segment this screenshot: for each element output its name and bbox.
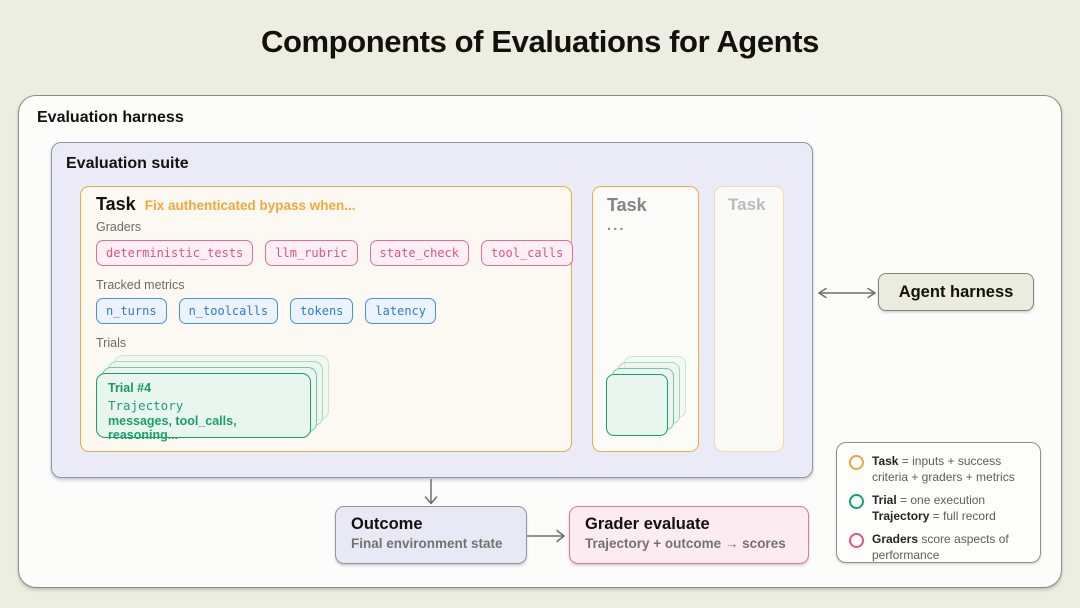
down-arrow-icon — [424, 479, 438, 505]
legend-item-task: Task = inputs + success criteria + grade… — [849, 454, 1028, 485]
agent-harness-label: Agent harness — [898, 282, 1014, 301]
grader-chip: tool_calls — [481, 240, 574, 266]
legend-text: Trial = one execution Trajectory = full … — [872, 493, 1028, 524]
metrics-chip-row: n_turns n_toolcalls tokens latency — [96, 298, 436, 324]
metric-chip: latency — [365, 298, 436, 324]
evaluation-suite-label: Evaluation suite — [66, 155, 189, 172]
grader-chip: deterministic_tests — [96, 240, 254, 266]
legend-term: Graders — [872, 532, 919, 547]
grader-evaluate-box: Grader evaluate Trajectory + outcome → s… — [569, 506, 809, 564]
legend-text: Graders score aspects of performance — [872, 532, 1028, 563]
evaluation-harness-label: Evaluation harness — [37, 109, 184, 126]
grader-evaluate-subtitle: Trajectory + outcome → scores — [585, 536, 786, 551]
evaluation-harness-box: Evaluation harness Evaluation suite Task… — [18, 95, 1062, 588]
right-arrow-icon — [527, 529, 565, 543]
agent-harness-box: Agent harness — [878, 273, 1034, 311]
trial-trajectory-label: Trajectory — [108, 398, 184, 413]
outcome-title: Outcome — [351, 515, 423, 533]
task-ring-icon — [849, 455, 864, 470]
legend-box: Task = inputs + success criteria + grade… — [836, 442, 1041, 563]
evaluation-suite-box: Evaluation suite Task Fix authenticated … — [51, 142, 813, 478]
grader-evaluate-title: Grader evaluate — [585, 515, 710, 533]
trial-card: Trial #4 Trajectory messages, tool_calls… — [96, 373, 311, 442]
trial-ring-icon — [849, 494, 864, 510]
legend-item-graders: Graders score aspects of performance — [849, 532, 1028, 563]
legend-item-trial: Trial = one execution Trajectory = full … — [849, 493, 1028, 524]
graders-ring-icon — [849, 533, 864, 549]
task-card-main: Task Fix authenticated bypass when... Gr… — [80, 186, 574, 452]
task-card-third: Task — [714, 186, 784, 452]
graders-chip-row: deterministic_tests llm_rubric state_che… — [96, 240, 574, 266]
legend-term: Trajectory — [872, 508, 930, 523]
legend-definition: score aspects of performance — [872, 532, 1009, 562]
grader-chip: state_check — [369, 240, 470, 266]
metric-chip: tokens — [290, 298, 354, 324]
graders-label: Graders — [96, 220, 142, 234]
trial-stack: Trial #4 Trajectory messages, tool_calls… — [96, 355, 329, 442]
trial-detail: messages, tool_calls, reasoning... — [108, 414, 237, 442]
legend-definition: = inputs + success criteria + graders + … — [872, 454, 1015, 484]
tracked-metrics-label: Tracked metrics — [96, 278, 185, 292]
trial-title: Trial #4 — [108, 381, 152, 395]
trials-label: Trials — [96, 336, 127, 350]
outcome-box: Outcome Final environment state — [335, 506, 527, 564]
task-card-second: Task ... — [592, 186, 699, 452]
legend-text: Task = inputs + success criteria + grade… — [872, 454, 1028, 485]
legend-definition: = full record — [929, 508, 996, 523]
task-title: Task — [607, 195, 647, 215]
legend-term: Task — [872, 454, 899, 468]
task-title: Task — [96, 194, 136, 214]
metric-chip: n_toolcalls — [178, 298, 279, 324]
legend-term: Trial — [872, 493, 897, 508]
legend-line: Trajectory = full record — [872, 509, 1028, 525]
outcome-subtitle: Final environment state — [351, 536, 503, 551]
task-title: Task — [728, 195, 766, 214]
task-prompt: Fix authenticated bypass when... — [144, 198, 356, 213]
ellipsis-text: ... — [607, 217, 626, 234]
page-title: Components of Evaluations for Agents — [261, 24, 819, 59]
bidirectional-arrow-icon — [818, 287, 876, 299]
grader-chip: llm_rubric — [265, 240, 358, 266]
metric-chip: n_turns — [96, 298, 167, 324]
task-header: Task Fix authenticated bypass when... — [96, 194, 356, 215]
legend-line: Trial = one execution — [872, 493, 1028, 509]
trial-stack-mini — [606, 356, 686, 436]
legend-definition: = one execution — [896, 493, 986, 508]
trial-card-mini — [606, 374, 668, 436]
